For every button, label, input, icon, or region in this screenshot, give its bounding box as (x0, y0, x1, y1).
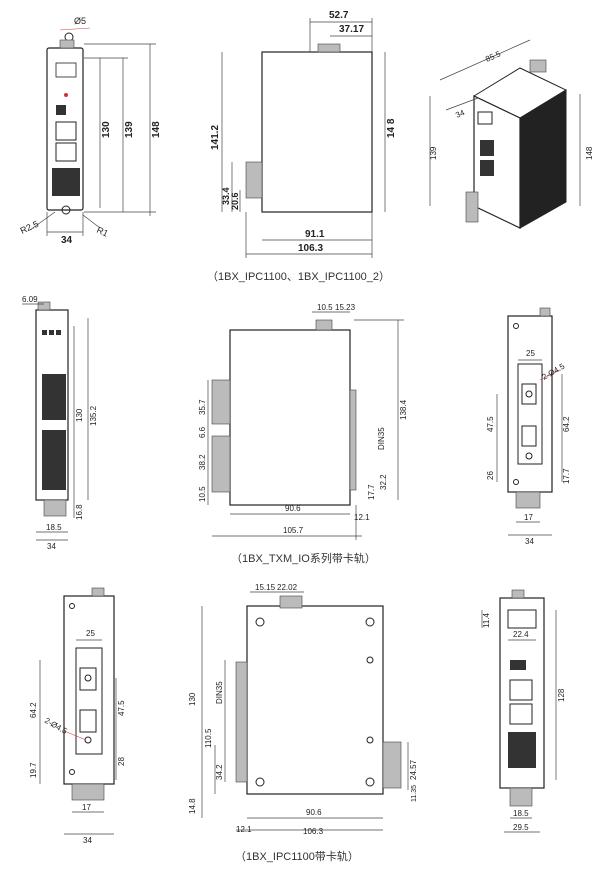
s1-side-d33: 33.4 (221, 187, 231, 205)
s1-side-h141: 141.2 (210, 125, 221, 150)
s1-front-r25: R2.5 (19, 219, 40, 236)
s2-front-h130: 130 (75, 408, 84, 422)
s1-iso-t4: 148 (585, 146, 594, 160)
s3-side-h342: 34.2 (215, 764, 224, 780)
s1-side-w91: 91.1 (305, 229, 325, 240)
s1-front-w34: 34 (61, 235, 73, 246)
s2-side-w906: 90.6 (285, 504, 301, 513)
s1-iso-view (429, 39, 581, 229)
s1-side-view (221, 18, 386, 258)
s2-side-h105b: 10.5 (198, 486, 207, 502)
s2-front-view (22, 301, 89, 541)
s2-side-h1384: 138.4 (399, 399, 408, 420)
s2-front-h168: 16.8 (75, 504, 84, 520)
s1-side-w52: 52.7 (329, 10, 349, 21)
s2-side-din: DIN35 (377, 427, 386, 450)
s2-side-h357: 35.7 (198, 399, 207, 415)
s3-side-din: DIN35 (215, 681, 224, 704)
s3-side-h1105: 110.5 (204, 728, 213, 748)
s2-front-h135: 135.2 (89, 405, 98, 426)
s3-side-t1515: 15.15 (255, 583, 276, 592)
s2-back-view (496, 307, 563, 536)
s2-side-t105: 10.5 (317, 303, 333, 312)
s2-back-w17: 17 (524, 513, 533, 522)
s2-front-w34: 34 (47, 542, 56, 551)
s1-iso-t2: 34 (454, 108, 466, 120)
s3-side-h148: 14.8 (188, 798, 197, 814)
s2-side-w121: 12.1 (354, 513, 370, 522)
s3-side-w1063: 106.3 (303, 827, 324, 836)
s1-side-w37: 37.17 (339, 24, 364, 35)
s1-front-view (29, 27, 156, 236)
s2-front-t609: 6.09 (22, 295, 38, 304)
s1-side-h148: 14 8 (386, 118, 397, 138)
s2-side-t1523: 15.23 (335, 303, 356, 312)
s1-iso-t1: 85.5 (484, 49, 502, 64)
s3-front-w185: 18.5 (513, 809, 529, 818)
s3-side-t2202: 22.02 (277, 583, 298, 592)
s3-side-h2457: 24.57 (409, 759, 418, 780)
s3-back-w25: 25 (86, 629, 95, 638)
s1-front-r1: R1 (95, 225, 110, 239)
s2-back-h26: 26 (486, 471, 495, 480)
s3-back-h197: 19.7 (29, 762, 38, 778)
s3-side-w121: 12.1 (236, 825, 252, 834)
s1-side-w106: 106.3 (298, 243, 323, 254)
s3-back-w17: 17 (82, 803, 91, 812)
s1-front-dia: Ø5 (74, 16, 86, 26)
s3-side-h130: 130 (188, 692, 197, 706)
s3-front-w295: 29.5 (513, 823, 529, 832)
s2-back-h642: 64.2 (562, 416, 571, 432)
s1-front-h139: 139 (124, 121, 135, 138)
s3-front-w224: 22.4 (513, 630, 529, 639)
s3-front-h128: 128 (557, 688, 566, 702)
s3-back-h475: 47.5 (117, 700, 126, 716)
s3-side-w906: 90.6 (306, 808, 322, 817)
s3-back-view (39, 587, 117, 835)
s2-side-h382: 38.2 (198, 454, 207, 470)
s1-iso-t3: 139 (429, 146, 438, 160)
caption-1: （1BX_IPC1100、1BX_IPC1100_2） (207, 270, 390, 283)
s3-front-view (481, 589, 557, 833)
s3-side-h1135: 11.35 (411, 785, 418, 802)
s1-side-d20: 20.6 (230, 192, 240, 210)
s1-front-h130: 130 (101, 121, 112, 138)
s2-back-w25: 25 (526, 349, 535, 358)
s2-side-h66: 6.6 (198, 426, 207, 438)
s2-back-h475: 47.5 (486, 416, 495, 432)
s3-front-h114: 11.4 (482, 612, 491, 628)
s2-front-w185: 18.5 (46, 523, 62, 532)
s3-back-w34: 34 (83, 836, 92, 845)
s2-side-h322: 32.2 (379, 474, 388, 490)
caption-2: （1BX_TXM_IO系列带卡轨） (231, 551, 376, 565)
s3-back-h642: 64.2 (29, 702, 38, 718)
s2-side-w1057: 105.7 (283, 526, 304, 535)
s3-side-view (201, 591, 409, 831)
s2-side-view (207, 311, 404, 540)
s2-side-h177: 17.7 (367, 484, 376, 500)
s3-back-h28: 28 (117, 757, 126, 766)
s1-front-h148: 148 (151, 121, 162, 138)
s2-back-h177: 17.7 (562, 468, 571, 484)
s2-back-w34: 34 (525, 537, 534, 546)
caption-3: （1BX_IPC1100带卡轨） (235, 849, 359, 863)
